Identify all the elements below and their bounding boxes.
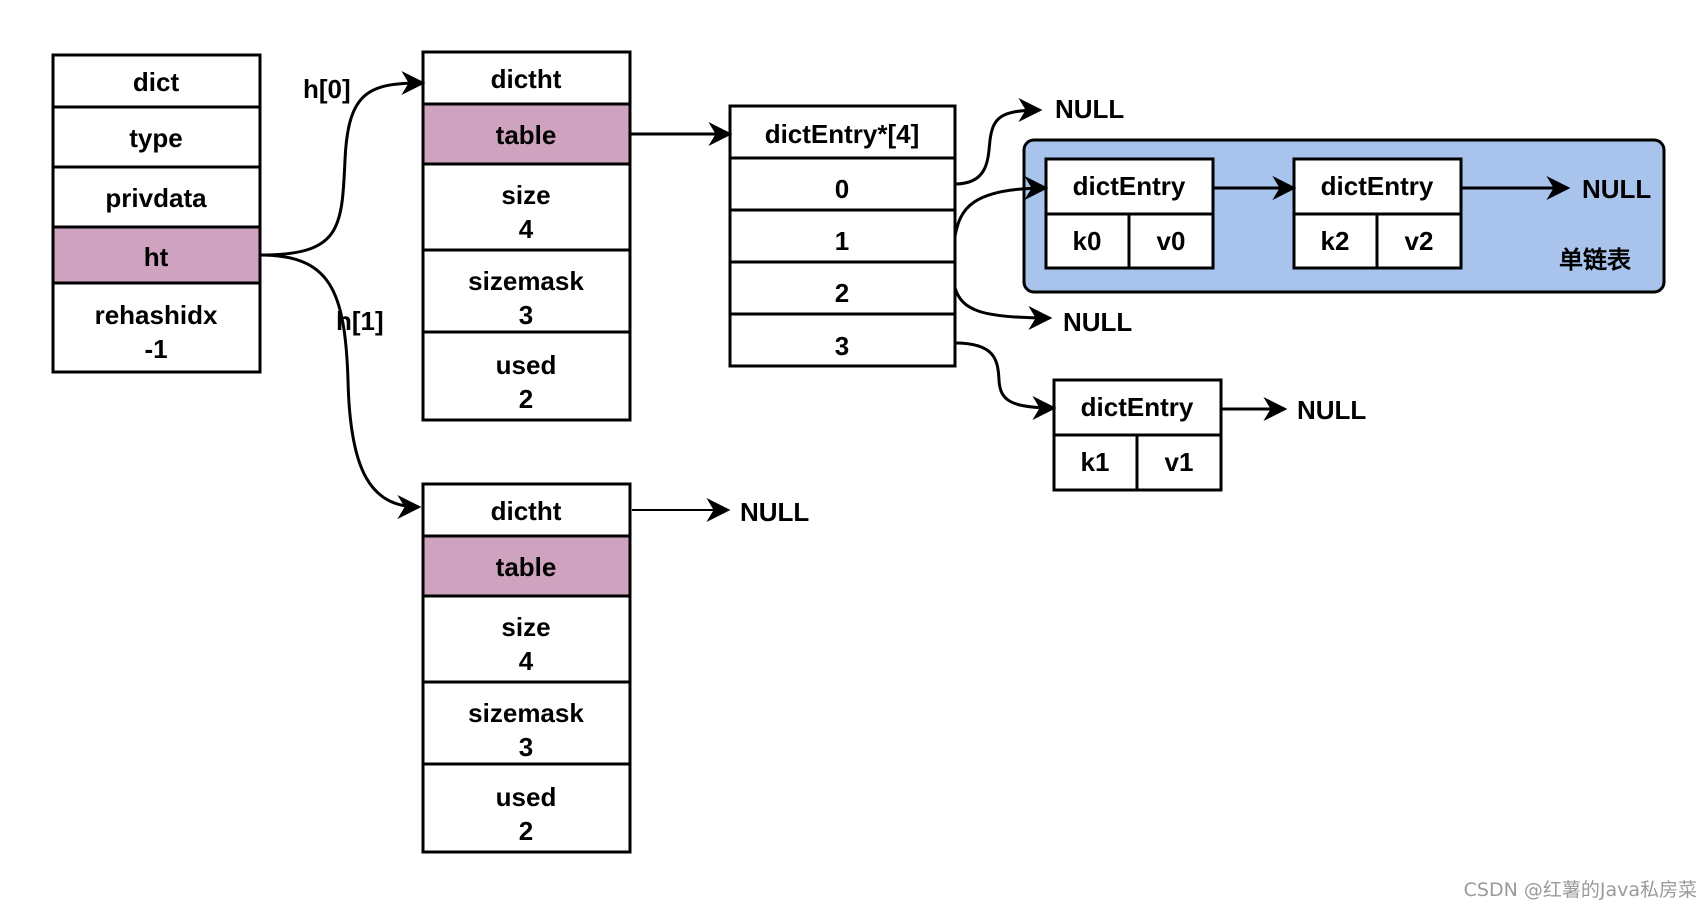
dict-entry-k1: dictEntry k1 v1	[1052, 378, 1223, 492]
entry-array-slot-0: 0	[835, 174, 849, 204]
edge-slot3-to-entry-k1	[954, 341, 1057, 420]
dictht0-size-label: size	[501, 180, 550, 210]
dictht1-table: table	[496, 552, 557, 582]
null-label-slot0: NULL	[1055, 94, 1124, 124]
dict-entry-k0: dictEntry k0 v0	[1044, 157, 1215, 270]
dict-rehashidx-label: rehashidx	[95, 300, 218, 330]
dictht1-sizemask-value: 3	[519, 732, 533, 762]
dict-field-type: type	[129, 123, 182, 153]
entry-array-slot-2: 2	[835, 278, 849, 308]
dict-entry-k1-title: dictEntry	[1081, 392, 1194, 422]
dict-title: dict	[133, 67, 180, 97]
dictht0-table: table	[496, 120, 557, 150]
dict-field-privdata: privdata	[105, 183, 207, 213]
entry-array-slot-3: 3	[835, 331, 849, 361]
edge-slot2-to-null	[953, 287, 1053, 330]
connectors	[259, 71, 1571, 522]
dictht1-sizemask-label: sizemask	[468, 698, 584, 728]
edge-ht-to-h0	[259, 71, 426, 257]
dictht1-used-value: 2	[519, 816, 533, 846]
null-label-h1-table: NULL	[740, 497, 809, 527]
dictht0-size-value: 4	[519, 214, 534, 244]
edge-slot0-to-null	[954, 98, 1043, 186]
dictht0-used-value: 2	[519, 384, 533, 414]
dictht0-used-label: used	[496, 350, 557, 380]
entry-array: dictEntry*[4] 0 1 2 3	[728, 104, 957, 368]
dict-entry-k0-title: dictEntry	[1073, 171, 1186, 201]
dict-field-ht: ht	[144, 242, 169, 272]
dict-entry-k0-value: v0	[1157, 226, 1186, 256]
edge-label-h0: h[0]	[303, 74, 351, 104]
dictht-h1: dictht table size 4 sizemask 3 used 2	[421, 482, 632, 854]
dictht0-sizemask-label: sizemask	[468, 266, 584, 296]
watermark: CSDN @红薯的Java私房菜	[1464, 879, 1697, 901]
dict-entry-k1-key: k1	[1081, 447, 1110, 477]
dictht1-title: dictht	[491, 496, 562, 526]
dict-entry-k2-title: dictEntry	[1321, 171, 1434, 201]
entry-array-title: dictEntry*[4]	[765, 119, 920, 149]
dict-rehashidx-value: -1	[144, 334, 167, 364]
dictht0-title: dictht	[491, 64, 562, 94]
dictht1-size-label: size	[501, 612, 550, 642]
dict-entry-k2-key: k2	[1321, 226, 1350, 256]
linked-list-label: 单链表	[1559, 246, 1632, 274]
edge-slot1-to-entry-k0	[953, 176, 1049, 237]
dict-entry-k0-key: k0	[1073, 226, 1102, 256]
dict-entry-k2: dictEntry k2 v2	[1292, 157, 1463, 270]
dictht0-sizemask-value: 3	[519, 300, 533, 330]
null-label-slot2: NULL	[1063, 307, 1132, 337]
dict-entry-k1-value: v1	[1165, 447, 1194, 477]
dict-struct: dict type privdata ht rehashidx -1	[51, 53, 262, 374]
dictht-h0: dictht table size 4 sizemask 3 used 2	[421, 50, 632, 422]
edge-ht-to-h1	[259, 253, 422, 519]
entry-array-slot-1: 1	[835, 226, 849, 256]
null-label-entry-k2: NULL	[1582, 174, 1651, 204]
dictht1-size-value: 4	[519, 646, 534, 676]
dict-entry-k2-value: v2	[1405, 226, 1434, 256]
null-label-entry-k1: NULL	[1297, 395, 1366, 425]
edge-label-h1: h[1]	[336, 306, 384, 336]
dictht1-used-label: used	[496, 782, 557, 812]
